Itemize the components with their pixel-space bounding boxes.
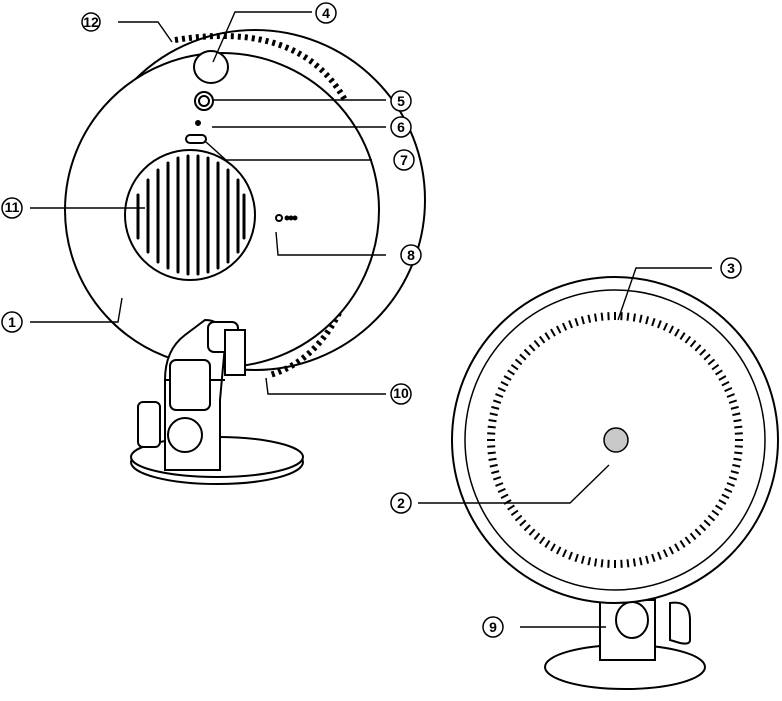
rear-device <box>65 30 425 484</box>
svg-text:10: 10 <box>393 385 409 401</box>
svg-text:11: 11 <box>5 199 20 215</box>
led-ring-tooth <box>628 313 629 321</box>
svg-text:3: 3 <box>727 260 735 276</box>
callout-10: 10 <box>391 384 411 404</box>
led-ring-tooth <box>734 427 742 428</box>
callout-12: 12 <box>82 13 100 31</box>
callout-3: 3 <box>721 258 741 278</box>
svg-text:7: 7 <box>400 152 408 168</box>
led-ring-tooth <box>634 314 635 322</box>
svg-text:12: 12 <box>83 14 99 30</box>
callout-2: 2 <box>391 493 411 513</box>
svg-text:9: 9 <box>489 619 497 635</box>
callout-5: 5 <box>391 91 411 111</box>
callout-4: 4 <box>316 3 336 23</box>
led-ring-tooth <box>734 420 742 421</box>
led-ring-tooth <box>634 559 635 567</box>
center-lens <box>604 428 628 452</box>
round-button <box>195 92 213 110</box>
callout-11: 11 <box>2 198 22 218</box>
led-ring-tooth <box>628 559 629 567</box>
svg-text:8: 8 <box>407 247 415 263</box>
callout-7: 7 <box>394 150 414 170</box>
led-ring-tooth <box>488 453 496 454</box>
callout-9: 9 <box>483 617 503 637</box>
led-ring-tooth <box>595 314 596 322</box>
right-base-stand <box>545 600 705 689</box>
led-ring-tooth <box>488 427 496 428</box>
led-ring-tooth <box>595 559 596 567</box>
speaker-grille <box>125 150 255 280</box>
svg-text:4: 4 <box>322 5 330 21</box>
svg-text:1: 1 <box>8 314 16 330</box>
led-ring-tooth <box>734 459 742 460</box>
led-ring-tooth <box>602 313 603 321</box>
led-ring-tooth <box>489 420 497 421</box>
led-ring-tooth <box>602 559 603 567</box>
callout-6: 6 <box>391 117 411 137</box>
small-led <box>196 121 200 125</box>
svg-text:6: 6 <box>397 119 405 135</box>
svg-text:2: 2 <box>397 495 405 511</box>
callout-8: 8 <box>401 245 421 265</box>
callout-1: 1 <box>2 312 22 332</box>
led-ring-tooth <box>489 459 497 460</box>
led-ring-tooth <box>734 453 742 454</box>
svg-text:5: 5 <box>397 93 405 109</box>
top-lens <box>194 51 228 83</box>
usb-port <box>186 135 206 143</box>
